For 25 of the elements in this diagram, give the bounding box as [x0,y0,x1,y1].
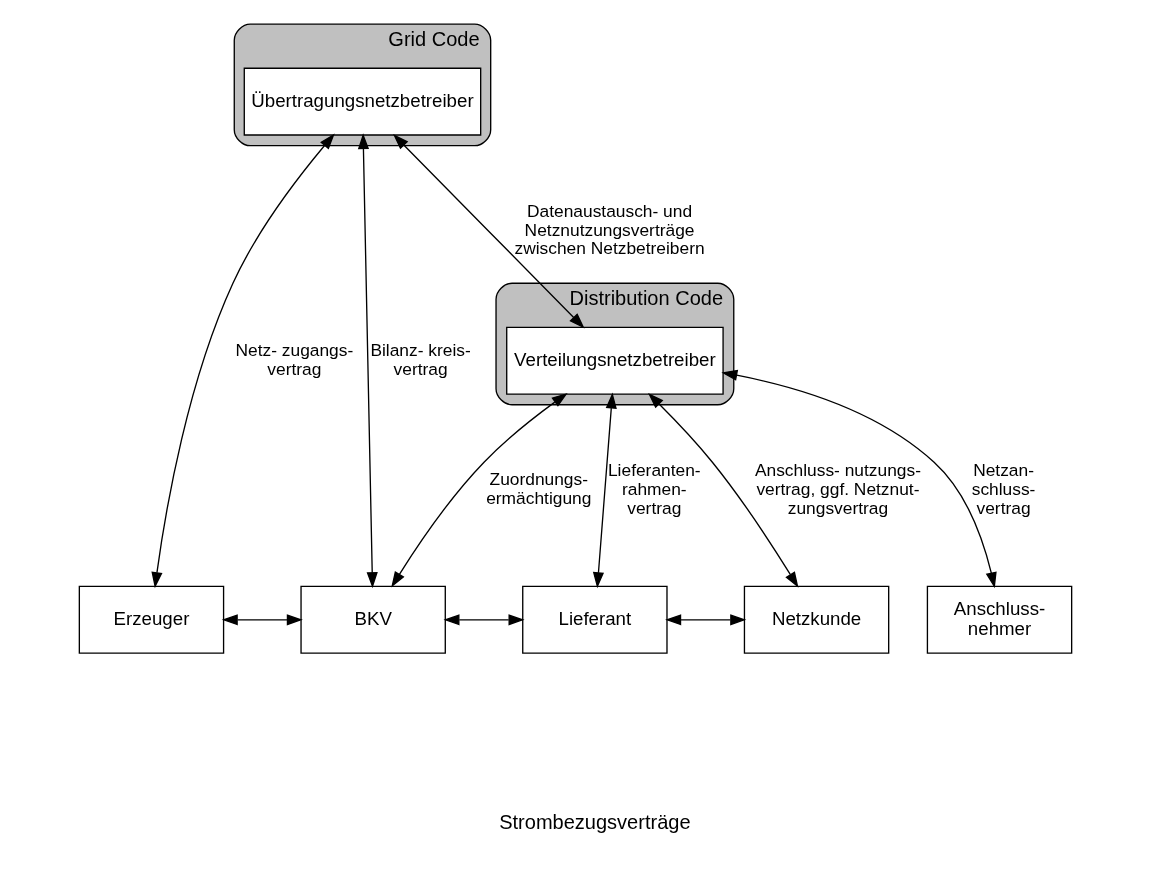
arrow [391,392,568,588]
edge-label: Netz- zugangs- vertrag [235,339,354,379]
arrow [357,133,378,589]
edge-label: Datenaustausch- und Netznutzungsverträge zwischen Netzbetreibern [514,201,705,259]
node-box: Erzeuger [78,585,225,654]
edge-label: Lieferanten- rahmen- vertrag [607,460,701,518]
node-box: BKV [300,585,446,654]
node-box: Lieferant [522,585,668,654]
arrow [221,614,303,626]
node-box: Netzkunde [743,585,890,654]
label: Strombezugsverträge [499,810,691,833]
arrow [721,369,997,589]
edge-label: Anschluss- nutzungs- vertrag, ggf. Netznut- zungsvertrag [754,460,921,518]
arrow [393,134,585,329]
edge-label: Bilanz- kreis- vertrag [370,339,471,379]
node-box: Verteilungsnetzbetreiber [506,326,724,395]
arrow [648,393,799,588]
arrow [443,614,525,626]
arrow [665,614,747,626]
edge-label: Zuordnungs- ermächtigung [486,469,592,509]
arrow [592,392,617,589]
arrow [151,133,335,589]
edge-label: Netzan- schluss- vertrag [971,460,1036,518]
node-box: Anschluss- nehmer [926,585,1073,654]
node-box: Übertragungsnetzbetreiber [243,67,482,136]
